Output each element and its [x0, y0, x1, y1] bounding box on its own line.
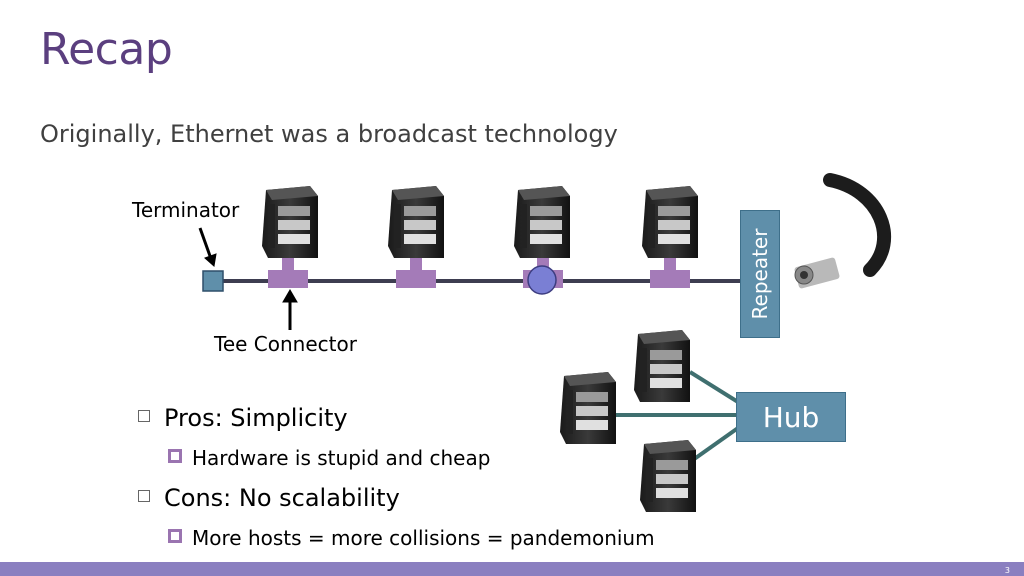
bullet-pros: Pros: Simplicity [138, 404, 348, 432]
server-icon [642, 186, 698, 258]
bullet-square-icon [138, 490, 150, 502]
slide-footer-bar: 3 [0, 562, 1024, 576]
server-icon [634, 330, 690, 402]
server-icon [514, 186, 570, 258]
bullet-cons-sub-text: More hosts = more collisions = pandemoni… [192, 526, 655, 550]
terminator-arrow [198, 227, 217, 267]
hub-links [614, 370, 740, 464]
bnc-cable-icon [794, 173, 892, 289]
slide-title: Recap [40, 24, 173, 75]
tee-connector [650, 255, 690, 288]
bullet-square-icon [138, 410, 150, 422]
tee-arrow [282, 289, 298, 330]
sub-bullet-square-icon [168, 529, 182, 543]
server-icon [262, 186, 318, 258]
bullet-cons: Cons: No scalability [138, 484, 400, 512]
bullet-pros-sub-text: Hardware is stupid and cheap [192, 446, 491, 470]
terminator [202, 270, 224, 292]
server-icon [388, 186, 444, 258]
bullet-cons-text: Cons: No scalability [164, 484, 400, 512]
bullet-cons-sub: More hosts = more collisions = pandemoni… [168, 526, 655, 550]
page-number: 3 [1004, 566, 1010, 575]
tee-connector [396, 255, 436, 288]
server-icon [560, 372, 616, 444]
hub-box: Hub [736, 392, 846, 442]
collision-node [527, 265, 557, 295]
bullet-pros-text: Pros: Simplicity [164, 404, 348, 432]
server-icon [640, 440, 696, 512]
repeater-label: Repeater [748, 228, 772, 320]
repeater-box: Repeater [740, 210, 780, 338]
bullet-pros-sub: Hardware is stupid and cheap [168, 446, 490, 470]
slide-subtitle: Originally, Ethernet was a broadcast tec… [40, 120, 618, 148]
tee-connector [268, 255, 308, 288]
sub-bullet-square-icon [168, 449, 182, 463]
tee-connector-label: Tee Connector [214, 332, 357, 356]
terminator-label: Terminator [132, 198, 240, 222]
